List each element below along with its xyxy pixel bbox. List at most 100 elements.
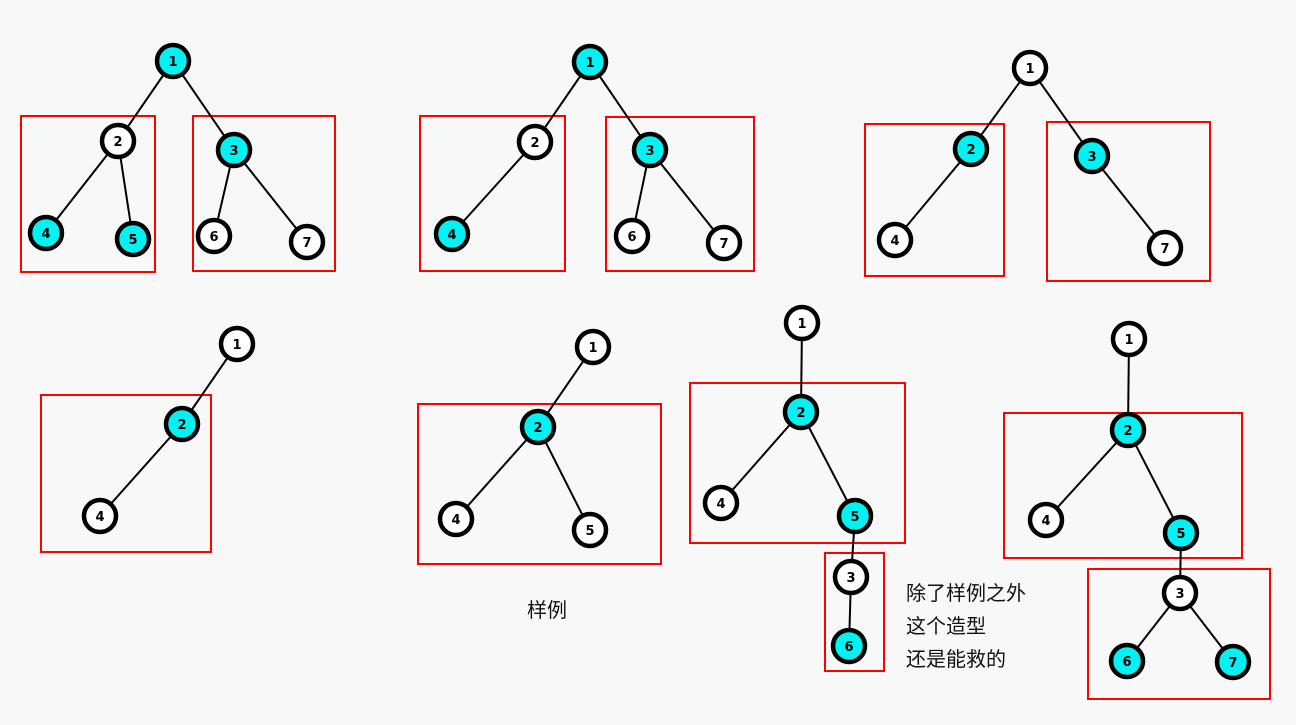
node-circle: [114, 220, 152, 258]
node-3: 3: [832, 558, 870, 596]
edge-2-4: [1045, 429, 1129, 521]
node-label: 2: [113, 135, 122, 150]
node-circle: [288, 223, 326, 261]
node-7: 7: [1146, 229, 1184, 267]
node-label: 4: [716, 497, 725, 512]
subtree-box: [864, 123, 1005, 277]
node-circle: [574, 328, 612, 366]
node-circle: [1110, 320, 1148, 358]
subtree-box: [605, 116, 755, 272]
node-2: 2: [782, 393, 820, 431]
node-circle: [571, 511, 609, 549]
node-5: 5: [836, 497, 874, 535]
subtree-box: [417, 403, 662, 565]
node-4: 4: [702, 484, 740, 522]
node-4: 4: [876, 221, 914, 259]
node-4: 4: [81, 497, 119, 535]
node-label: 3: [1175, 587, 1184, 602]
node-label: 1: [585, 56, 594, 71]
node-label: 7: [719, 237, 728, 252]
node-4: 4: [27, 214, 65, 252]
edge-2-5: [1127, 429, 1182, 534]
node-label: 5: [585, 524, 594, 539]
subtree-box: [20, 115, 156, 273]
node-4: 4: [1027, 501, 1065, 539]
node-circle: [154, 42, 192, 80]
node-7: 7: [705, 224, 743, 262]
node-circle: [195, 217, 233, 255]
node-label: 4: [890, 234, 899, 249]
node-5: 5: [1162, 514, 1200, 552]
node-3: 3: [215, 131, 253, 169]
node-label: 1: [168, 55, 177, 70]
node-6: 6: [613, 217, 651, 255]
edge-3-7: [233, 149, 308, 243]
tree-2: 1 2 3 4 6 7: [419, 43, 755, 272]
node-label: 7: [302, 236, 311, 251]
tree-1: 1 2 3 4 5 6 7: [20, 42, 336, 273]
note-caption: 除了样例之外 这个造型 还是能救的: [906, 577, 1026, 676]
edge-2-5: [537, 426, 591, 531]
node-label: 2: [530, 136, 539, 151]
node-label: 1: [232, 338, 241, 353]
node-circle: [613, 217, 651, 255]
edge-2-4: [720, 411, 802, 504]
node-label: 6: [844, 640, 853, 655]
node-label: 1: [588, 341, 597, 356]
node-2: 2: [519, 408, 557, 446]
node-circle: [836, 497, 874, 535]
node-2: 2: [99, 122, 137, 160]
subtree-box: [419, 115, 566, 272]
node-circle: [1161, 574, 1199, 612]
node-7: 7: [288, 223, 326, 261]
subtree-box: [1087, 568, 1271, 700]
node-circle: [1162, 514, 1200, 552]
node-label: 4: [95, 510, 104, 525]
node-6: 6: [195, 217, 233, 255]
node-7: 7: [1214, 643, 1252, 681]
node-3: 3: [631, 131, 669, 169]
node-label: 5: [850, 510, 859, 525]
node-label: 6: [209, 230, 218, 245]
node-label: 3: [645, 144, 654, 159]
node-label: 4: [451, 513, 460, 528]
node-circle: [783, 304, 821, 342]
node-2: 2: [952, 130, 990, 168]
node-2: 2: [163, 405, 201, 443]
node-circle: [163, 405, 201, 443]
node-label: 5: [128, 233, 137, 248]
node-label: 3: [1087, 150, 1096, 165]
node-circle: [516, 123, 554, 161]
node-circle: [519, 408, 557, 446]
node-circle: [99, 122, 137, 160]
node-circle: [27, 214, 65, 252]
node-1: 1: [574, 328, 612, 366]
node-1: 1: [571, 43, 609, 81]
node-circle: [952, 130, 990, 168]
node-label: 3: [846, 571, 855, 586]
node-circle: [702, 484, 740, 522]
node-label: 6: [627, 230, 636, 245]
subtree-box: [824, 552, 885, 672]
node-circle: [218, 325, 256, 363]
node-1: 1: [783, 304, 821, 342]
node-circle: [1108, 642, 1146, 680]
node-circle: [1146, 229, 1184, 267]
subtree-box: [1046, 121, 1211, 282]
node-4: 4: [437, 500, 475, 538]
node-label: 5: [1176, 527, 1185, 542]
edge-2-5: [800, 411, 856, 517]
node-circle: [830, 627, 868, 665]
node-label: 2: [533, 421, 542, 436]
node-1: 1: [1011, 49, 1049, 87]
node-label: 3: [229, 144, 238, 159]
node-circle: [631, 131, 669, 169]
node-label: 2: [1123, 424, 1132, 439]
node-4: 4: [433, 215, 471, 253]
note-line-3: 还是能救的: [906, 647, 1006, 671]
node-label: 2: [177, 418, 186, 433]
node-1: 1: [1110, 320, 1148, 358]
node-2: 2: [516, 123, 554, 161]
node-circle: [1109, 411, 1147, 449]
